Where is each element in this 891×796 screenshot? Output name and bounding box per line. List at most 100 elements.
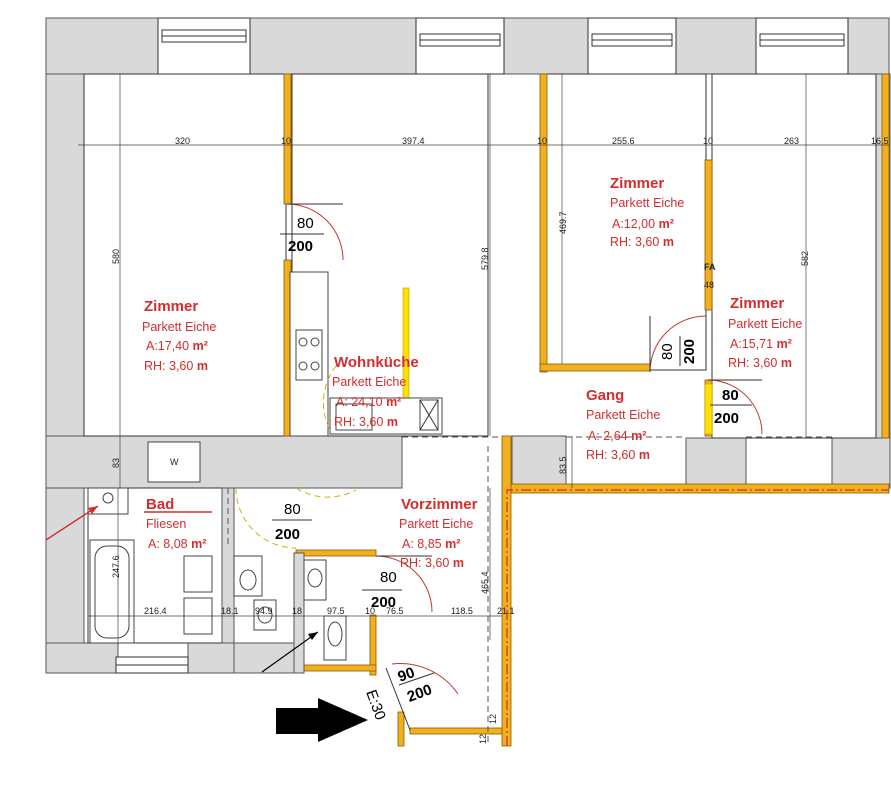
door-swing: [286, 203, 344, 261]
pointer-arrow-icon: [261, 631, 319, 673]
wood-wall: [295, 664, 377, 672]
door-swing: [375, 555, 433, 613]
dim-label: 10: [365, 606, 375, 616]
room-name: Wohnküche: [334, 354, 419, 371]
dim-label: 83: [111, 458, 121, 468]
door-height: 200: [288, 238, 313, 255]
door-label: 80 200: [714, 387, 739, 427]
dim-label: 97.5: [327, 606, 345, 616]
room-floor: Parkett Eiche: [142, 320, 216, 334]
dashed-lines: [227, 436, 832, 746]
dim-label: 21.1: [497, 606, 515, 616]
door-label: 80 200: [275, 501, 301, 543]
dim-label: 12: [488, 714, 498, 724]
window-icon: [157, 17, 251, 75]
door-height: 200: [681, 339, 698, 364]
wooden-walls: [283, 73, 890, 747]
door-height: 200: [371, 594, 396, 611]
dim-label: 16.5: [871, 136, 889, 146]
wood-wall: [510, 483, 890, 494]
pier-1: [685, 437, 747, 489]
room-area: A: 8,08 m²: [148, 537, 206, 551]
room-label: Wohnküche Parkett Eiche A: 24,10 m² RH: …: [332, 354, 419, 429]
door-label: 80 200: [659, 339, 698, 364]
toilet-icon: [233, 555, 263, 597]
room-label: Gang Parkett Eiche A: 2,64 m² RH: 3,60 m: [586, 387, 660, 462]
room-area: A: 24,10 m²: [336, 395, 401, 409]
dim-label: 83.5: [558, 456, 568, 474]
room-height: RH: 3,60 m: [144, 359, 208, 373]
room-label: Zimmer Parkett Eiche A:12,00 m² RH: 3,60…: [610, 175, 684, 249]
dim-label: 18.1: [221, 606, 239, 616]
pointer-arrow-icon: [45, 505, 99, 541]
south-wall-left: [45, 642, 119, 674]
dim-label: 12: [478, 734, 488, 744]
west-wall: [45, 17, 85, 674]
room-name: Zimmer: [610, 175, 664, 192]
room-label: Bad Fliesen A: 8,08 m²: [146, 496, 206, 551]
wood-wall: [704, 383, 713, 435]
dim-label: 18: [292, 606, 302, 616]
window-icon: [755, 17, 849, 75]
door-swing: [322, 365, 337, 431]
pier-2: [831, 437, 891, 489]
room-floor: Parkett Eiche: [332, 375, 406, 389]
room-height: RH: 3,60 m: [728, 356, 792, 370]
door-label: 80 200: [371, 569, 397, 611]
dim-label: E:30: [362, 688, 389, 723]
door-height: 200: [275, 526, 300, 543]
washbasin-icon: [147, 441, 201, 483]
door-label: 90 200: [396, 664, 435, 706]
room-floor: Parkett Eiche: [399, 517, 473, 531]
door-swing: [649, 315, 707, 373]
door-swing: [391, 663, 459, 695]
dim-label: FA: [704, 262, 716, 272]
room-name: Zimmer: [144, 298, 198, 315]
room-floor: Parkett Eiche: [610, 196, 684, 210]
wood-wall: [369, 614, 377, 676]
washbasin-icon: [253, 599, 277, 631]
wood-wall: [501, 435, 512, 747]
room-floor: Parkett Eiche: [586, 408, 660, 422]
dim-label: 320: [175, 136, 190, 146]
room-area: A:17,40 m²: [146, 339, 208, 353]
wood-wall: [397, 711, 405, 747]
toilet-icon: [303, 559, 327, 601]
washbasin-icon: [87, 487, 129, 515]
dim-label: 10: [703, 136, 713, 146]
door-height: 200: [405, 681, 434, 706]
dim-label: 48: [704, 280, 714, 290]
dim-label: 94.9: [255, 606, 273, 616]
dim-label: 263: [784, 136, 799, 146]
room-label: Zimmer Parkett Eiche A:15,71 m² RH: 3,60…: [728, 295, 802, 370]
door-label-rules: [272, 233, 752, 686]
dim-label: W: [170, 457, 179, 467]
mid-wall: [45, 435, 403, 489]
bathroom-fixtures: [87, 441, 347, 661]
dim-label: 216.4: [144, 606, 167, 616]
dim-label: 76.5: [386, 606, 404, 616]
room-height: RH: 3,60 m: [586, 448, 650, 462]
door-height: 200: [714, 410, 739, 427]
door-width: 80: [297, 215, 314, 232]
room-area: A:12,00 m²: [612, 217, 674, 231]
entrance-arrow-icon: [276, 698, 368, 742]
bathtub-icon: [89, 539, 135, 644]
door-swing: [295, 487, 357, 498]
window-icon: [415, 17, 505, 75]
gang-wall-pier: [511, 435, 567, 489]
dim-label: 582: [800, 251, 810, 266]
stove-icon: [295, 329, 323, 381]
window-icon: [587, 17, 677, 75]
room-label: Zimmer Parkett Eiche A:17,40 m² RH: 3,60…: [142, 298, 216, 373]
dim-label: 255.6: [612, 136, 635, 146]
room-floor: Fliesen: [146, 517, 186, 531]
wood-wall: [539, 73, 548, 373]
door-width: 80: [380, 569, 397, 586]
dim-label: 465.4: [480, 571, 490, 594]
room-name: Bad: [146, 496, 174, 513]
door-width: 80: [284, 501, 301, 518]
room-area: A: 2,64 m²: [588, 429, 646, 443]
dim-label: 10: [537, 136, 547, 146]
